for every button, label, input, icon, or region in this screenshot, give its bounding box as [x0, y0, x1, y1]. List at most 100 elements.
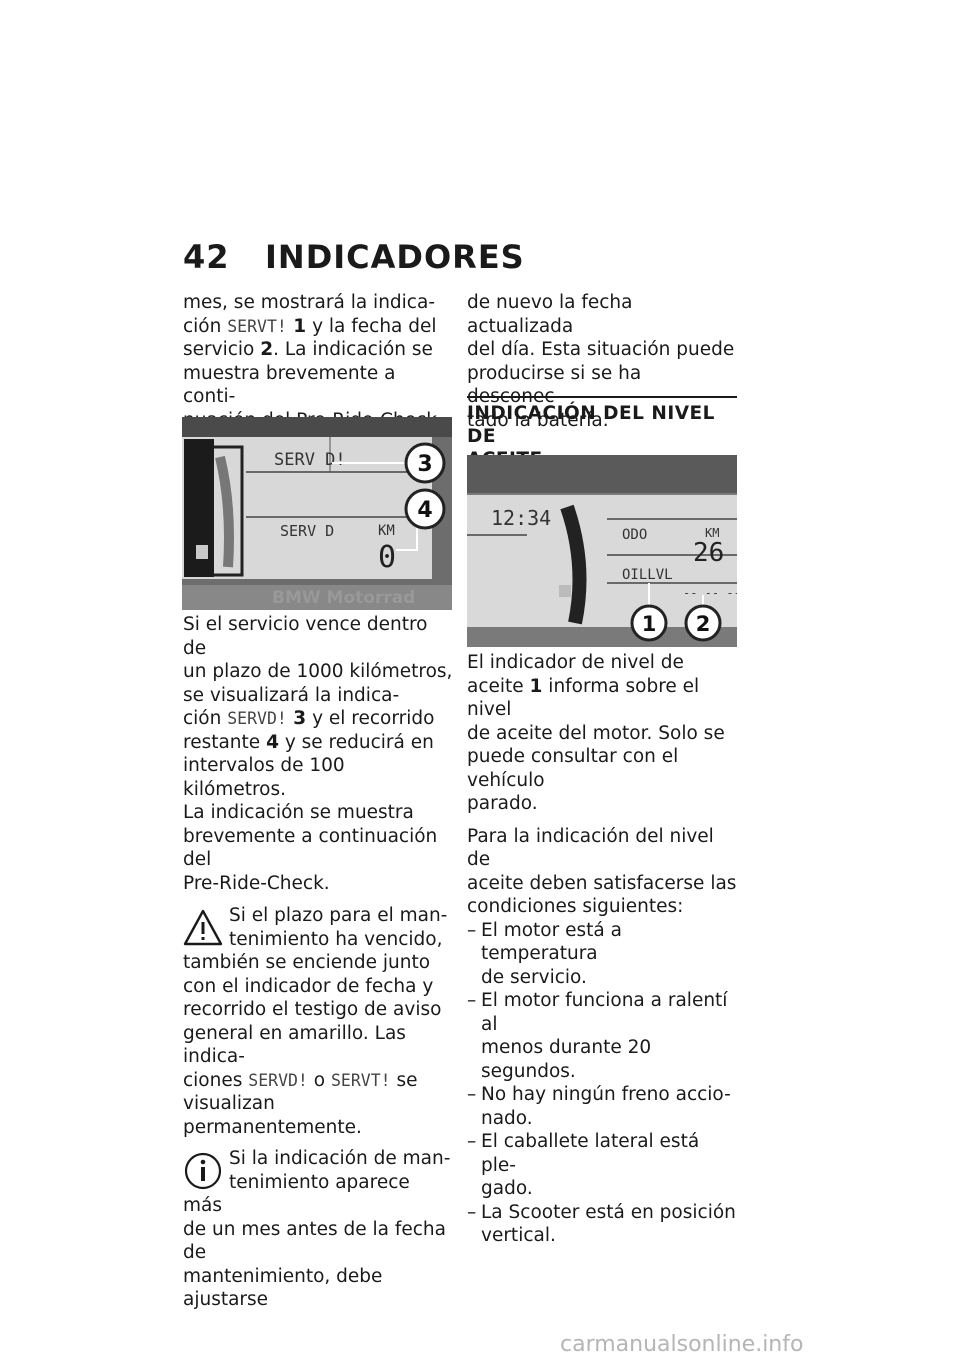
code-servt: SERVT! — [330, 1070, 391, 1090]
text: con el indicador de fecha y — [183, 975, 434, 997]
odo-label: ODO — [622, 527, 647, 543]
text: intervalos de 100 kilómetros. — [183, 755, 345, 800]
text: producirse si se ha desconec- — [467, 362, 642, 408]
lcd-value-text: 0 — [378, 540, 396, 575]
text: muestra brevemente a conti- — [183, 362, 396, 408]
text: tado la batería. — [467, 409, 609, 431]
text: servicio — [183, 339, 261, 360]
text: INDICACIÓN DEL NIVEL DE — [467, 403, 715, 447]
text: mantenimiento, debe ajustarse — [183, 1265, 383, 1311]
text: El caballete lateral está ple- — [481, 1131, 700, 1176]
text: tenimiento aparece más — [183, 1171, 410, 1217]
brand-text: BMW Motorrad — [272, 588, 415, 608]
text: informa sobre el nivel — [467, 675, 700, 721]
text: puede consultar con el vehículo — [467, 746, 679, 791]
code-servd: SERVD! — [248, 1070, 308, 1090]
text: La indicación se muestra — [183, 802, 414, 823]
dash: – — [467, 1201, 477, 1223]
code-servd: SERVD! — [227, 709, 287, 728]
ref-number: 3 — [286, 708, 307, 729]
warning-triangle-icon — [183, 909, 223, 946]
left-column-lower: Si el servicio vence dentro de un plazo … — [183, 613, 453, 1312]
ref-number: 1 — [286, 315, 307, 337]
text: Si el plazo para el man- — [229, 905, 448, 926]
ref-number: 4 — [266, 731, 279, 753]
odo-value: 26 — [693, 538, 724, 568]
text: un plazo de 1000 kilómetros, — [183, 661, 453, 682]
text: ciones — [183, 1069, 249, 1091]
callout-4: 4 — [417, 498, 432, 523]
oil-level-display-illustration: 12:34 ODO KM 26 OILLVL -- -- -- 1 2 — [467, 455, 737, 647]
text: vertical. — [481, 1225, 556, 1246]
text: parado. — [467, 793, 538, 814]
text: ción — [183, 708, 228, 729]
list-item: –No hay ningún freno accio-nado. — [467, 1083, 739, 1130]
ref-number: 1 — [529, 675, 543, 697]
text: condiciones siguientes: — [467, 896, 684, 917]
text: brevemente a continuación del — [183, 825, 438, 871]
right-column-lower: El indicador de nivel de aceite 1 inform… — [467, 651, 739, 1248]
text: recorrido el testigo de aviso — [183, 999, 442, 1020]
text: tenimiento ha vencido, — [229, 928, 443, 950]
dash: – — [467, 1131, 477, 1152]
paragraph-servt: mes, se mostrará la indica- ción SERVT! … — [183, 291, 453, 432]
text: aceite deben satisfacerse las — [467, 872, 737, 894]
text: de un mes antes de la fecha de — [183, 1218, 446, 1264]
oil-level-dashes: -- -- -- — [683, 586, 737, 600]
text: mes, se mostrará la indica- — [183, 292, 435, 313]
text: El indicador de nivel de — [467, 652, 684, 673]
warning-note: Si el plazo para el man- tenimiento ha v… — [183, 904, 453, 1139]
figure-service-display: SERV D! SERV D KM 0 BMW Motorrad 3 4 — [182, 417, 452, 610]
info-icon — [184, 1152, 222, 1190]
lcd-mid-text: SERV D — [280, 522, 334, 540]
text: Para la indicación del nivel de — [467, 825, 714, 871]
callout-2: 2 — [696, 612, 711, 636]
watermark[interactable]: carmanualsonline.info — [560, 1332, 804, 1357]
text: El motor está a temperatura — [481, 919, 622, 965]
text: y se reducirá en — [278, 731, 434, 753]
clock-text: 12:34 — [491, 506, 551, 530]
text: visualizan permanentemente. — [183, 1093, 362, 1138]
paragraph-servd: Si el servicio vence dentro de un plazo … — [183, 613, 453, 895]
text: y el recorrido — [306, 708, 435, 729]
dash: – — [467, 919, 477, 941]
lcd-top-text: SERV D! — [274, 450, 346, 470]
text: Si el servicio vence dentro de — [183, 614, 428, 659]
lcd-unit-text: KM — [378, 523, 395, 539]
oil-level-label: OILLVL — [622, 567, 673, 583]
text: de servicio. — [481, 966, 587, 988]
text: No hay ningún freno accio- — [481, 1084, 731, 1105]
text: Pre-Ride-Check. — [183, 872, 330, 894]
text: del día. Esta situación puede — [467, 339, 735, 360]
text: y la fecha del — [306, 315, 437, 337]
text: o — [307, 1069, 331, 1091]
text: . La indicación se — [273, 339, 433, 360]
text: menos durante 20 segundos. — [481, 1037, 652, 1082]
text: se — [390, 1069, 418, 1091]
text: general en amarillo. Las indica- — [183, 1022, 406, 1068]
text: El motor funciona a ralentí al — [481, 990, 728, 1035]
figure-oil-level-display: 12:34 ODO KM 26 OILLVL -- -- -- 1 2 — [467, 455, 737, 647]
service-display-illustration: SERV D! SERV D KM 0 BMW Motorrad 3 4 — [182, 417, 452, 610]
section-rule — [467, 396, 737, 398]
callout-3: 3 — [417, 452, 432, 477]
page-header: 42 INDICADORES — [183, 238, 525, 276]
text: ción — [183, 315, 228, 337]
text: de aceite del motor. Solo se — [467, 722, 725, 744]
paragraph-conditions: Para la indicación del nivel de aceite d… — [467, 825, 739, 919]
text: gado. — [481, 1178, 533, 1199]
text: nado. — [481, 1107, 533, 1129]
text: Si la indicación de man- — [229, 1148, 451, 1169]
ref-number: 2 — [260, 339, 274, 360]
paragraph-oil-indicator: El indicador de nivel de aceite 1 inform… — [467, 651, 739, 816]
page-number: 42 — [183, 238, 230, 276]
callout-1: 1 — [642, 612, 657, 636]
text: se visualizará la indica- — [183, 684, 400, 706]
page-title: INDICADORES — [265, 238, 525, 276]
text: La Scooter está en posición — [481, 1201, 736, 1223]
text: restante — [183, 731, 267, 753]
